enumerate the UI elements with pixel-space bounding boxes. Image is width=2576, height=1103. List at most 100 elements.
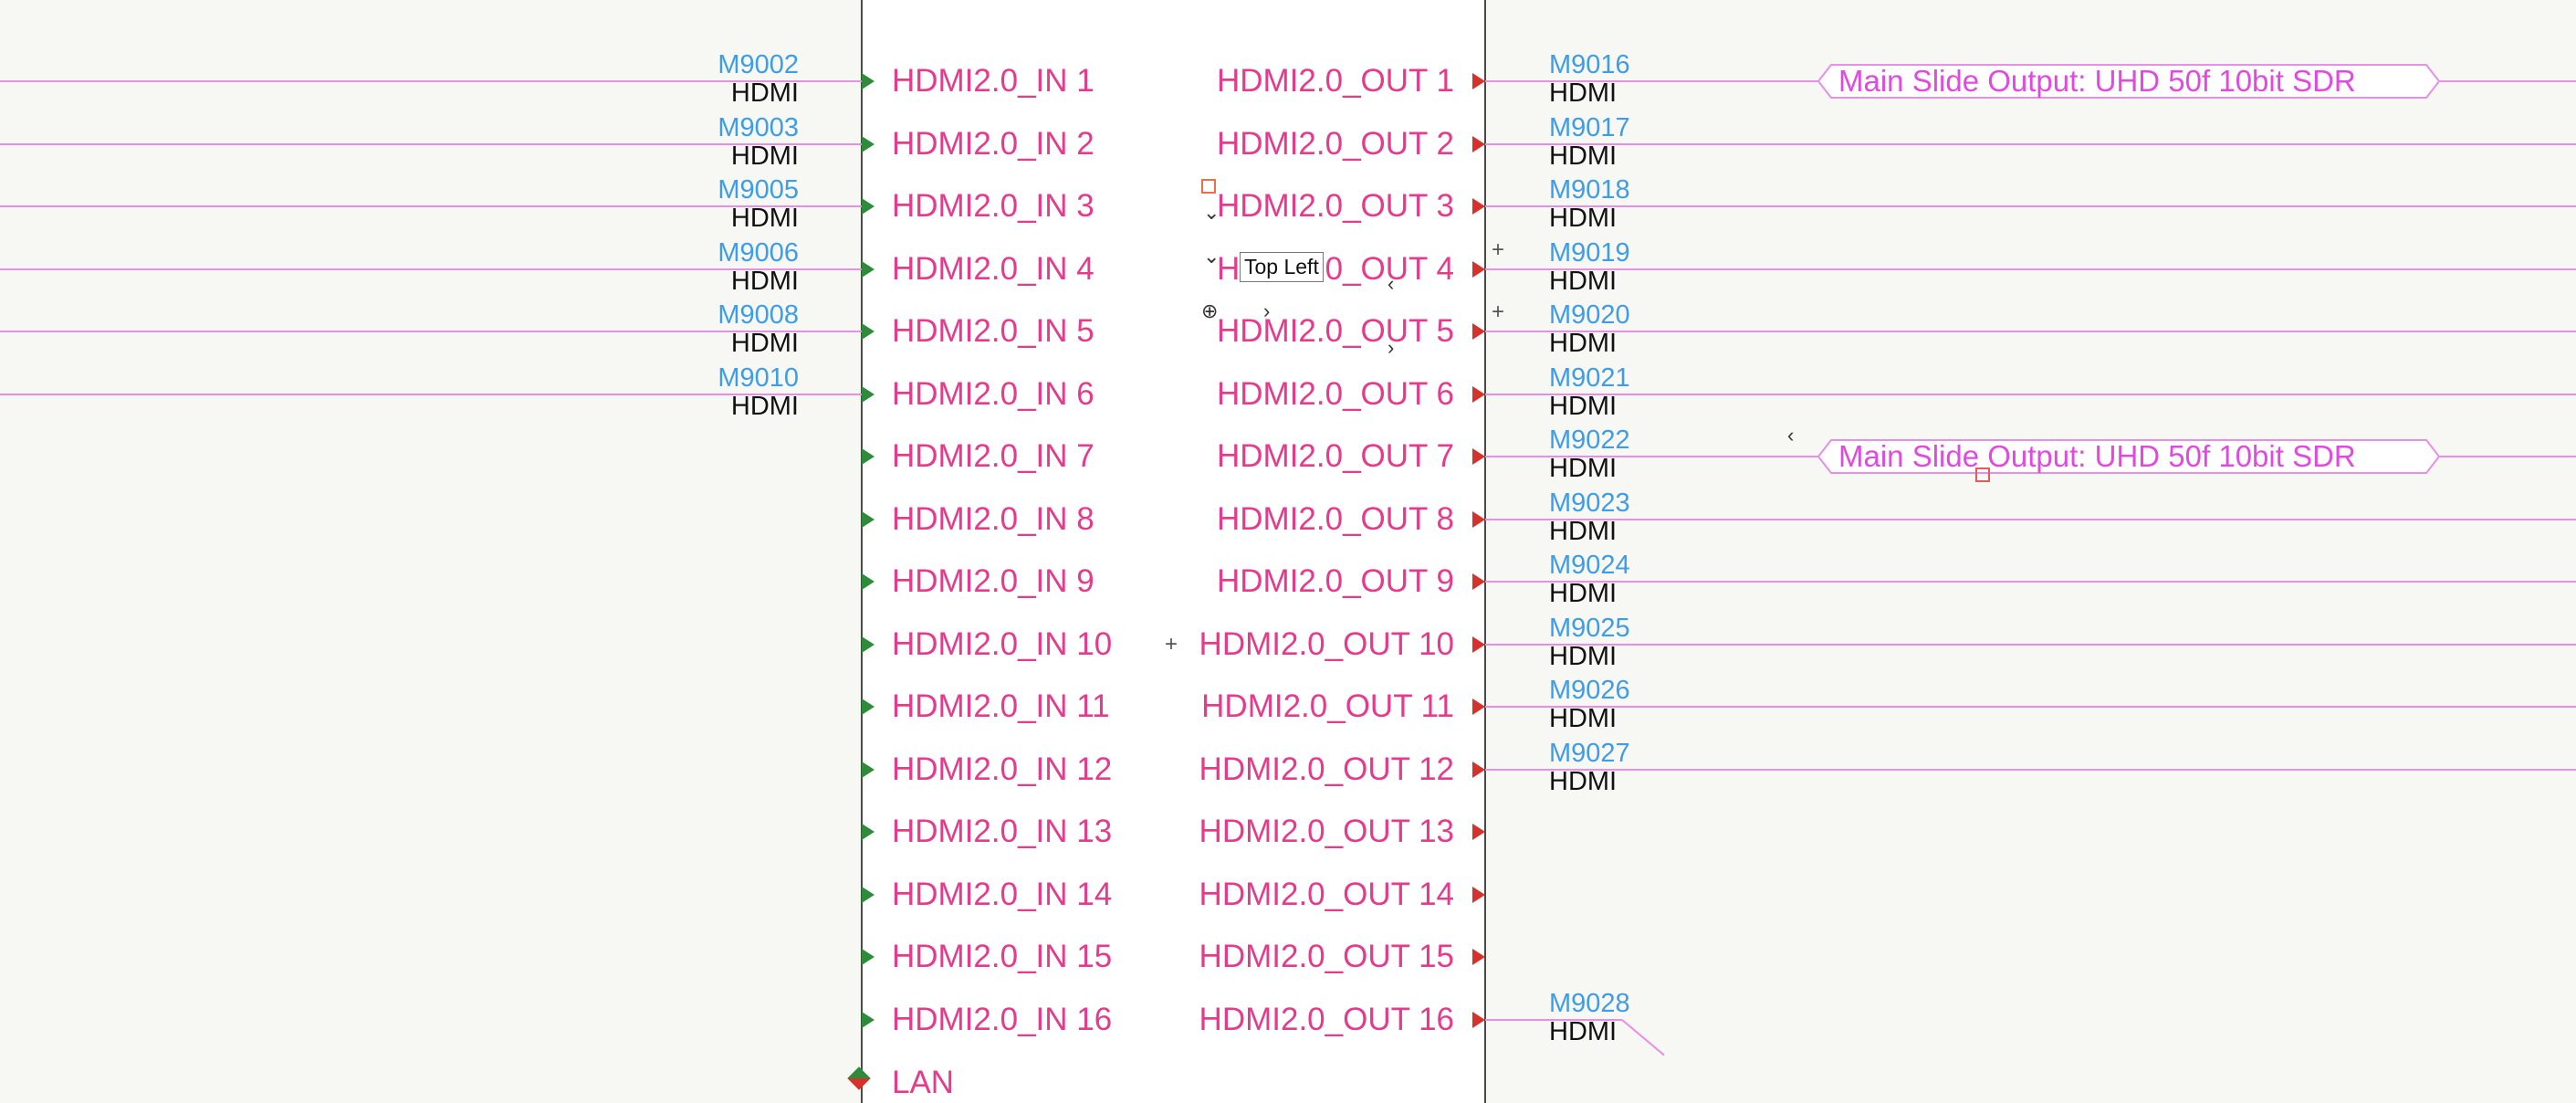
cable-id-label: M9019 <box>1549 238 1630 268</box>
input-port-arrow[interactable] <box>862 261 874 278</box>
output-port-label: HDMI2.0_OUT 16 <box>1199 1002 1454 1037</box>
cable-type-label: HDMI <box>1549 1017 1618 1046</box>
output-port-arrow[interactable] <box>1472 762 1485 778</box>
input-port-label: HDMI2.0_IN 14 <box>892 877 1113 912</box>
input-port-label: HDMI2.0_IN 11 <box>892 688 1110 724</box>
input-wire[interactable] <box>0 268 862 270</box>
input-port-label: HDMI2.0_IN 16 <box>892 1002 1113 1037</box>
output-port-arrow[interactable] <box>1472 636 1485 653</box>
input-port-arrow[interactable] <box>862 887 874 903</box>
output-port-arrow[interactable] <box>1472 386 1485 403</box>
output-port-arrow[interactable] <box>1472 136 1485 152</box>
cable-id-label: M9020 <box>1549 300 1630 330</box>
output-port-arrow[interactable] <box>1472 73 1485 89</box>
input-port-arrow[interactable] <box>862 824 874 840</box>
output-wire[interactable] <box>1621 1019 1665 1056</box>
input-wire[interactable] <box>0 331 862 332</box>
output-wire[interactable] <box>1485 143 2576 145</box>
chevron-right-icon: › <box>1387 336 1395 359</box>
input-port-arrow[interactable] <box>862 511 874 528</box>
output-wire[interactable] <box>1485 331 2576 332</box>
input-port-arrow[interactable] <box>862 1012 874 1028</box>
cable-type-label: HDMI <box>1549 392 1618 421</box>
input-port-arrow[interactable] <box>862 762 874 778</box>
output-port-label: HDMI2.0_OUT 14 <box>1199 877 1454 912</box>
output-port-label: HDMI2.0_OUT 8 <box>1217 501 1454 537</box>
output-port-arrow[interactable] <box>1472 949 1485 965</box>
output-wire[interactable] <box>1485 1019 1622 1021</box>
cable-type-label: HDMI <box>1549 329 1618 358</box>
output-port-arrow[interactable] <box>1472 699 1485 715</box>
output-port-label: HDMI2.0_OUT 3 <box>1217 188 1454 224</box>
output-port-arrow[interactable] <box>1472 887 1485 903</box>
input-port-arrow[interactable] <box>862 323 874 340</box>
offpage-connector[interactable]: Main Slide Output: UHD 50f 10bit SDR <box>1818 439 2439 474</box>
output-wire[interactable] <box>1485 644 2576 646</box>
cable-id-label: M9028 <box>1549 989 1630 1018</box>
output-wire[interactable] <box>1485 394 2576 395</box>
video-matrix-device[interactable] <box>861 0 1486 1103</box>
plus-marker-icon: + <box>1165 632 1178 657</box>
chevron-left-icon: ‹ <box>1787 424 1795 446</box>
output-wire[interactable] <box>1485 456 1818 457</box>
cable-type-label: HDMI <box>1549 642 1618 671</box>
input-port-arrow[interactable] <box>862 386 874 403</box>
output-wire[interactable] <box>1485 769 2576 771</box>
output-wire[interactable] <box>1485 80 1818 82</box>
output-wire[interactable] <box>1485 519 2576 520</box>
input-port-label: HDMI2.0_IN 15 <box>892 939 1113 974</box>
input-port-label: HDMI2.0_IN 12 <box>892 751 1113 787</box>
output-port-arrow[interactable] <box>1472 1012 1485 1028</box>
output-port-arrow[interactable] <box>1472 323 1485 340</box>
input-wire[interactable] <box>0 394 862 395</box>
input-wire[interactable] <box>0 205 862 207</box>
cable-id-label: M9026 <box>1549 676 1630 705</box>
input-port-arrow[interactable] <box>862 448 874 465</box>
output-wire[interactable] <box>1485 205 2576 207</box>
input-wire[interactable] <box>0 80 862 82</box>
output-wire[interactable] <box>1485 581 2576 583</box>
cable-id-label: M9027 <box>1549 739 1630 768</box>
cable-type-label: HDMI <box>730 204 799 233</box>
input-port-arrow[interactable] <box>862 949 874 965</box>
output-wire[interactable] <box>2439 80 2576 82</box>
selection-handle[interactable] <box>1975 467 1990 482</box>
input-port-label: HDMI2.0_IN 9 <box>892 563 1094 599</box>
output-wire[interactable] <box>1485 268 2576 270</box>
output-port-label: HDMI2.0_OUT 6 <box>1217 376 1454 412</box>
input-port-arrow[interactable] <box>862 573 874 590</box>
input-port-label: HDMI2.0_IN 8 <box>892 501 1094 537</box>
input-port-label: HDMI2.0_IN 10 <box>892 626 1113 662</box>
chevron-down-icon: ⌄ <box>1203 245 1220 268</box>
output-port-arrow[interactable] <box>1472 448 1485 465</box>
input-port-arrow[interactable] <box>862 699 874 715</box>
input-port-label: HDMI2.0_IN 2 <box>892 126 1094 162</box>
input-port-arrow[interactable] <box>862 73 874 89</box>
selection-handle[interactable] <box>1201 179 1216 194</box>
output-port-label: HDMI2.0_OUT 9 <box>1217 563 1454 599</box>
output-wire[interactable] <box>2439 456 2576 457</box>
input-port-arrow[interactable] <box>862 198 874 215</box>
cable-id-label: M9002 <box>717 50 799 79</box>
output-port-arrow[interactable] <box>1472 824 1485 840</box>
chevron-left-icon: ‹ <box>1387 272 1395 295</box>
output-port-label: HDMI2.0_OUT 11 <box>1201 688 1454 724</box>
input-wire[interactable] <box>0 143 862 145</box>
cable-type-label: HDMI <box>730 267 799 296</box>
input-port-arrow[interactable] <box>862 136 874 152</box>
cable-id-label: M9005 <box>717 175 799 205</box>
offpage-connector[interactable]: Main Slide Output: UHD 50f 10bit SDR <box>1818 64 2439 99</box>
input-port-label: HDMI2.0_IN 6 <box>892 376 1094 412</box>
anchor-tooltip: Top Left <box>1240 252 1324 282</box>
cable-type-label: HDMI <box>730 392 799 421</box>
output-wire[interactable] <box>1485 706 2576 708</box>
output-port-arrow[interactable] <box>1472 198 1485 215</box>
output-port-arrow[interactable] <box>1472 261 1485 278</box>
cable-type-label: HDMI <box>1549 204 1618 233</box>
output-port-arrow[interactable] <box>1472 573 1485 590</box>
input-port-arrow[interactable] <box>862 636 874 653</box>
cable-type-label: HDMI <box>730 142 799 171</box>
output-port-arrow[interactable] <box>1472 511 1485 528</box>
cable-id-label: M9008 <box>717 300 799 330</box>
